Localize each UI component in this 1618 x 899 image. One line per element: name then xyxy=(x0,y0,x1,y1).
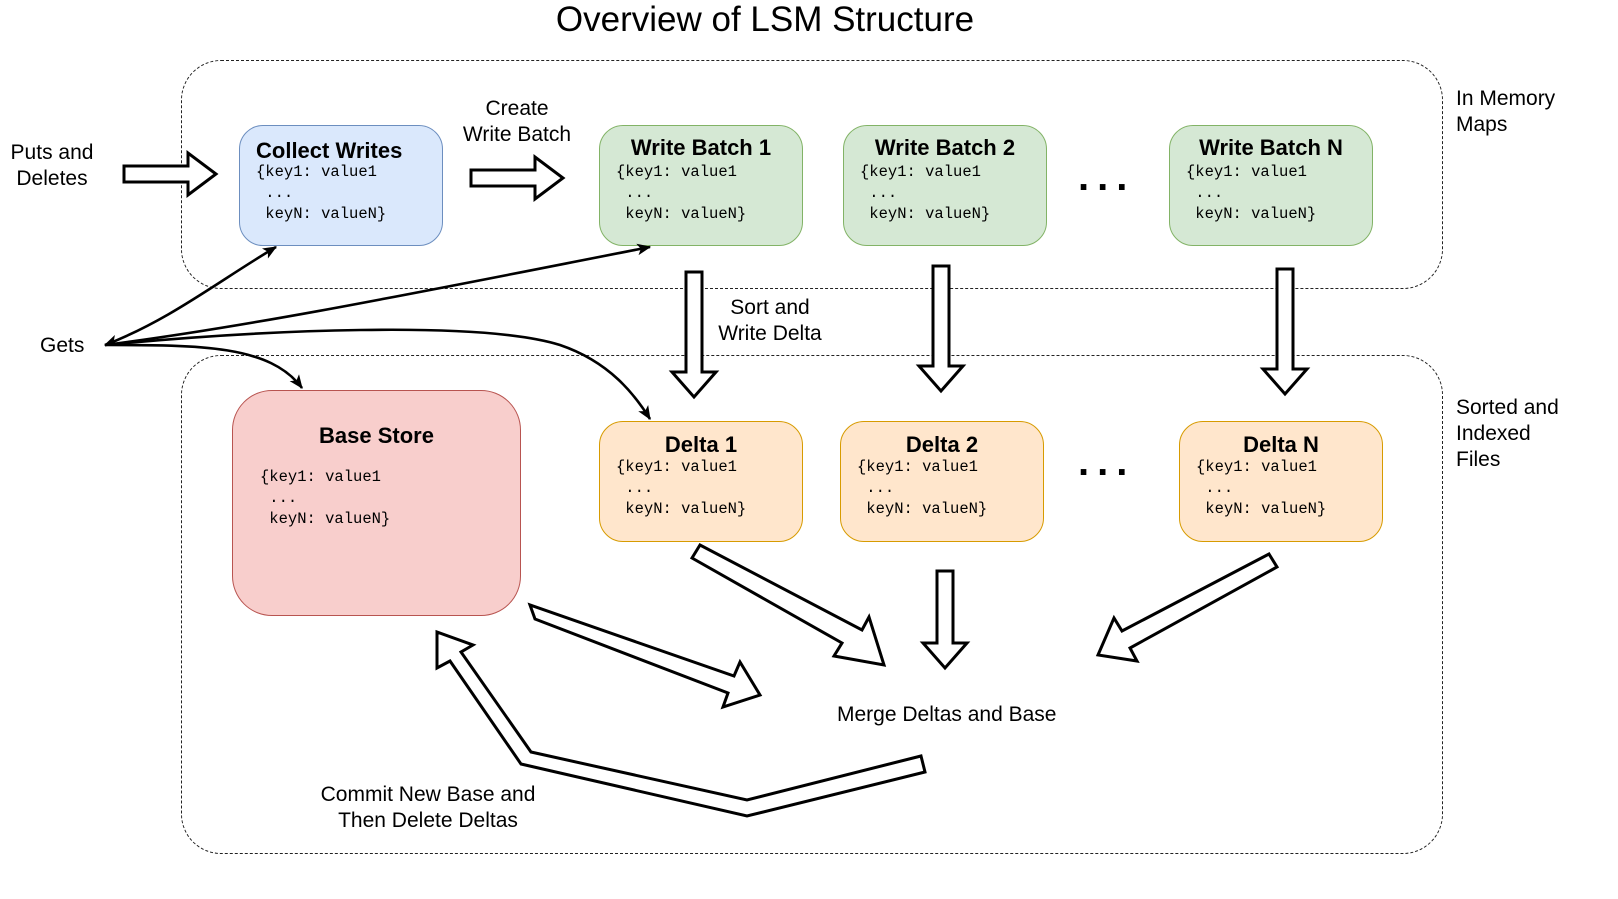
in-memory-label: In Memory Maps xyxy=(1456,87,1556,136)
create-write-batch-label: Create Write Batch xyxy=(462,97,572,146)
write-batch-n-title: Write Batch N xyxy=(1199,135,1343,160)
delta-2-title: Delta 2 xyxy=(905,432,979,457)
base-store-body: {key1: value1 ... keyN: valueN} xyxy=(260,468,391,528)
diagram-title: Overview of LSM Structure xyxy=(555,0,975,39)
sort-arrow-1 xyxy=(668,270,720,400)
merge-arrow-base xyxy=(527,602,763,710)
delta-n-body: {key1: value1 ... keyN: valueN} xyxy=(1196,458,1327,518)
delta-1-body: {key1: value1 ... keyN: valueN} xyxy=(616,458,747,518)
ellipsis-top: ... xyxy=(1078,155,1136,199)
write-batch-2-title: Write Batch 2 xyxy=(874,135,1016,160)
write-batch-1-title: Write Batch 1 xyxy=(630,135,772,160)
merge-arrow-delta1 xyxy=(689,543,887,667)
write-batch-2-body: {key1: value1 ... keyN: valueN} xyxy=(860,163,991,223)
puts-arrow xyxy=(122,150,219,198)
gets-to-collect-arrow xyxy=(103,245,278,347)
write-batch-1-box: Write Batch 1 {key1: value1 ... keyN: va… xyxy=(599,125,803,246)
delta-n-title: Delta N xyxy=(1243,432,1319,457)
collect-writes-title: Collect Writes xyxy=(256,138,403,163)
puts-deletes-label: Puts and Deletes xyxy=(10,141,94,190)
collect-writes-body: {key1: value1 ... keyN: valueN} xyxy=(256,163,387,223)
commit-label: Commit New Base and Then Delete Deltas xyxy=(320,783,536,832)
delta-n-box: Delta N {key1: value1 ... keyN: valueN} xyxy=(1179,421,1383,542)
gets-to-writebatch-arrow xyxy=(104,243,652,347)
delta-2-body: {key1: value1 ... keyN: valueN} xyxy=(857,458,988,518)
sort-arrow-2 xyxy=(915,264,967,394)
ellipsis-bottom: ... xyxy=(1078,440,1136,484)
base-store-title: Base Store xyxy=(319,423,434,448)
sort-write-delta-label: Sort and Write Delta xyxy=(718,296,822,345)
merge-arrow-delta2 xyxy=(919,569,971,671)
sort-arrow-n xyxy=(1259,267,1311,397)
write-batch-2-box: Write Batch 2 {key1: value1 ... keyN: va… xyxy=(843,125,1047,246)
merge-arrow-deltan xyxy=(1095,552,1280,663)
collect-writes-box: Collect Writes {key1: value1 ... keyN: v… xyxy=(239,125,443,246)
create-batch-arrow xyxy=(469,154,566,202)
delta-1-box: Delta 1 {key1: value1 ... keyN: valueN} xyxy=(599,421,803,542)
base-store-box: Base Store {key1: value1 ... keyN: value… xyxy=(232,390,521,616)
sorted-files-label: Sorted and Indexed Files xyxy=(1456,396,1559,471)
gets-to-base-arrow xyxy=(104,343,304,389)
write-batch-1-body: {key1: value1 ... keyN: valueN} xyxy=(616,163,747,223)
commit-arrow xyxy=(435,629,927,818)
gets-label: Gets xyxy=(40,334,85,357)
write-batch-n-body: {key1: value1 ... keyN: valueN} xyxy=(1186,163,1317,223)
delta-1-title: Delta 1 xyxy=(664,432,738,457)
gets-to-delta-arrow xyxy=(104,328,652,420)
merge-label: Merge Deltas and Base xyxy=(837,703,1057,726)
delta-2-box: Delta 2 {key1: value1 ... keyN: valueN} xyxy=(840,421,1044,542)
write-batch-n-box: Write Batch N {key1: value1 ... keyN: va… xyxy=(1169,125,1373,246)
sorted-files-region xyxy=(181,355,1443,854)
